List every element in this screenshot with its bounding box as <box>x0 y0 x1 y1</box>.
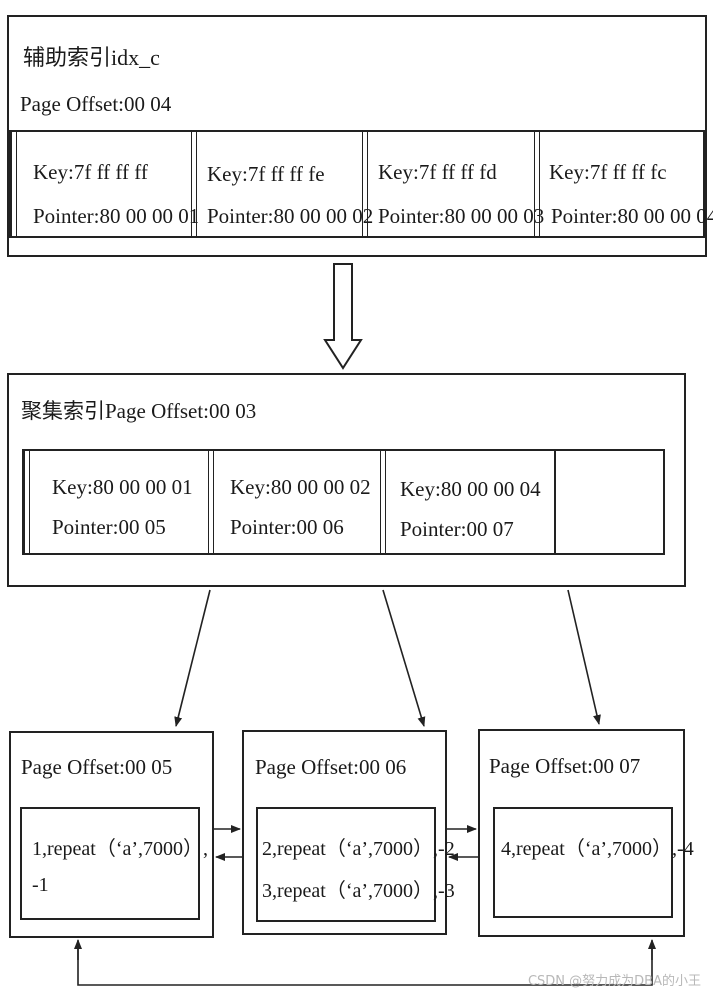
record-row: 2,repeat（‘a’,7000）,-2 <box>262 838 455 860</box>
leaf-page-07: Page Offset:00 07 4,repeat（‘a’,7000）,-4 <box>478 729 694 937</box>
record-divider <box>208 451 214 553</box>
leaf-page-records: 2,repeat（‘a’,7000）,-2 3,repeat（‘a’,7000）… <box>256 807 455 922</box>
secondary-index-title: 辅助索引idx_c <box>23 45 160 70</box>
hollow-down-arrow <box>323 263 363 370</box>
secondary-index-page-offset: Page Offset:00 04 <box>20 92 172 116</box>
record-divider <box>534 132 540 236</box>
clustered-index-page: 聚集索引Page Offset:00 03 Key:80 00 00 01 Po… <box>7 373 686 587</box>
secondary-index-record-1: Key:7f ff ff ff Pointer:80 00 00 01 <box>15 132 199 236</box>
record-divider <box>11 132 17 236</box>
record-divider <box>380 451 386 553</box>
secondary-index-record-3: Key:7f ff ff fd Pointer:80 00 00 03 <box>366 132 544 236</box>
secondary-index-records: Key:7f ff ff ff Pointer:80 00 00 01 Key:… <box>9 130 713 238</box>
record-row: 3,repeat（‘a’,7000）,-3 <box>262 880 455 902</box>
leaf-page-06: Page Offset:00 06 2,repeat（‘a’,7000）,-2 … <box>242 730 455 935</box>
leaf-page-05: Page Offset:00 05 1,repeat（‘a’,7000）, -1 <box>9 731 214 938</box>
clustered-index-record-1: Key:80 00 00 01 Pointer:00 05 <box>28 451 208 553</box>
secondary-index-page: 辅助索引idx_c Page Offset:00 04 Key:7f ff ff… <box>7 15 713 257</box>
record-key: Key:7f ff ff ff <box>33 160 148 184</box>
clustered-index-empty-slot <box>554 451 663 553</box>
record-row: 4,repeat（‘a’,7000）,-4 <box>501 838 694 860</box>
record-pointer: Pointer:00 07 <box>400 517 514 541</box>
record-key: Key:80 00 00 01 <box>52 475 193 499</box>
record-pointer: Pointer:00 06 <box>230 515 344 539</box>
watermark: CSDN @努力成为DBA的小王 <box>527 974 701 989</box>
leaf-page-records: 4,repeat（‘a’,7000）,-4 <box>493 807 694 918</box>
pointer-arrow-to-page-06 <box>382 589 426 727</box>
record-row: -1 <box>32 874 49 896</box>
clustered-index-record-2: Key:80 00 00 02 Pointer:00 06 <box>212 451 380 553</box>
secondary-index-record-2: Key:7f ff ff fe Pointer:80 00 00 02 <box>195 132 373 236</box>
record-pointer: Pointer:80 00 00 02 <box>207 204 374 228</box>
record-pointer: Pointer:80 00 00 01 <box>33 204 200 228</box>
leaf-page-records: 1,repeat（‘a’,7000）, -1 <box>20 807 208 920</box>
clustered-index-record-3: Key:80 00 00 04 Pointer:00 07 <box>384 451 554 553</box>
record-key: Key:7f ff ff fe <box>207 162 325 186</box>
record-divider <box>24 451 30 553</box>
pointer-arrow-to-page-05 <box>174 589 211 727</box>
record-key: Key:80 00 00 04 <box>400 477 541 501</box>
record-divider <box>191 132 197 236</box>
record-pointer: Pointer:00 05 <box>52 515 166 539</box>
secondary-index-record-4: Key:7f ff ff fc Pointer:80 00 00 04 <box>538 132 713 236</box>
leaf-page-title: Page Offset:00 05 <box>21 755 173 779</box>
clustered-index-title: 聚集索引Page Offset:00 03 <box>21 399 257 423</box>
leaf-page-title: Page Offset:00 07 <box>489 754 641 778</box>
record-key: Key:7f ff ff fc <box>549 160 667 184</box>
record-pointer: Pointer:80 00 00 03 <box>378 204 545 228</box>
record-pointer: Pointer:80 00 00 04 <box>551 204 713 228</box>
clustered-index-records: Key:80 00 00 01 Pointer:00 05 Key:80 00 … <box>22 449 665 555</box>
record-key: Key:80 00 00 02 <box>230 475 371 499</box>
leaf-page-title: Page Offset:00 06 <box>255 755 407 779</box>
bottom-loop-line <box>77 941 653 986</box>
record-row: 1,repeat（‘a’,7000）, <box>32 838 209 860</box>
record-key: Key:7f ff ff fd <box>378 160 497 184</box>
record-divider <box>362 132 368 236</box>
pointer-arrow-to-page-07 <box>567 589 601 725</box>
